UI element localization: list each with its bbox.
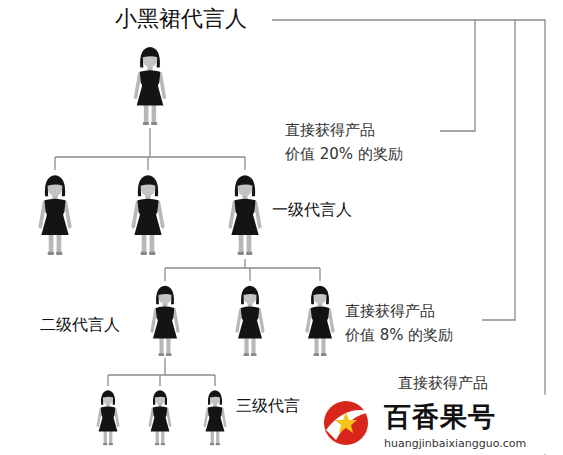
bracket-lines [272,20,545,455]
woman-figure [205,390,225,445]
reward-note: 直接获得产品 [398,374,488,392]
woman-figure [136,47,165,125]
watermark-logo [310,394,548,455]
title: 小黑裙代言人 [115,6,247,32]
reward-note: 直接获得产品 [285,121,375,139]
woman-figure [152,286,178,356]
reward-note: 价值 8% 的奖励 [345,326,453,344]
level-name: 三级代言 [236,396,300,415]
woman-figure [98,390,118,445]
woman-figure [133,175,162,255]
watermark: huangjinbaixiangguo.com [384,437,526,450]
level-name: 一级代言人 [272,200,352,219]
woman-figure [150,390,170,445]
figures [40,47,333,445]
reward-note: 价值 20% 的奖励 [285,145,403,163]
watermark: 百香果号 [384,401,496,433]
reward-note: 直接获得产品 [345,302,435,320]
level-name: 二级代言人 [40,315,120,334]
woman-figure [40,175,69,255]
woman-figure [237,286,263,356]
tree-lines [55,128,320,386]
woman-figure [307,286,333,356]
woman-figure [230,175,259,255]
